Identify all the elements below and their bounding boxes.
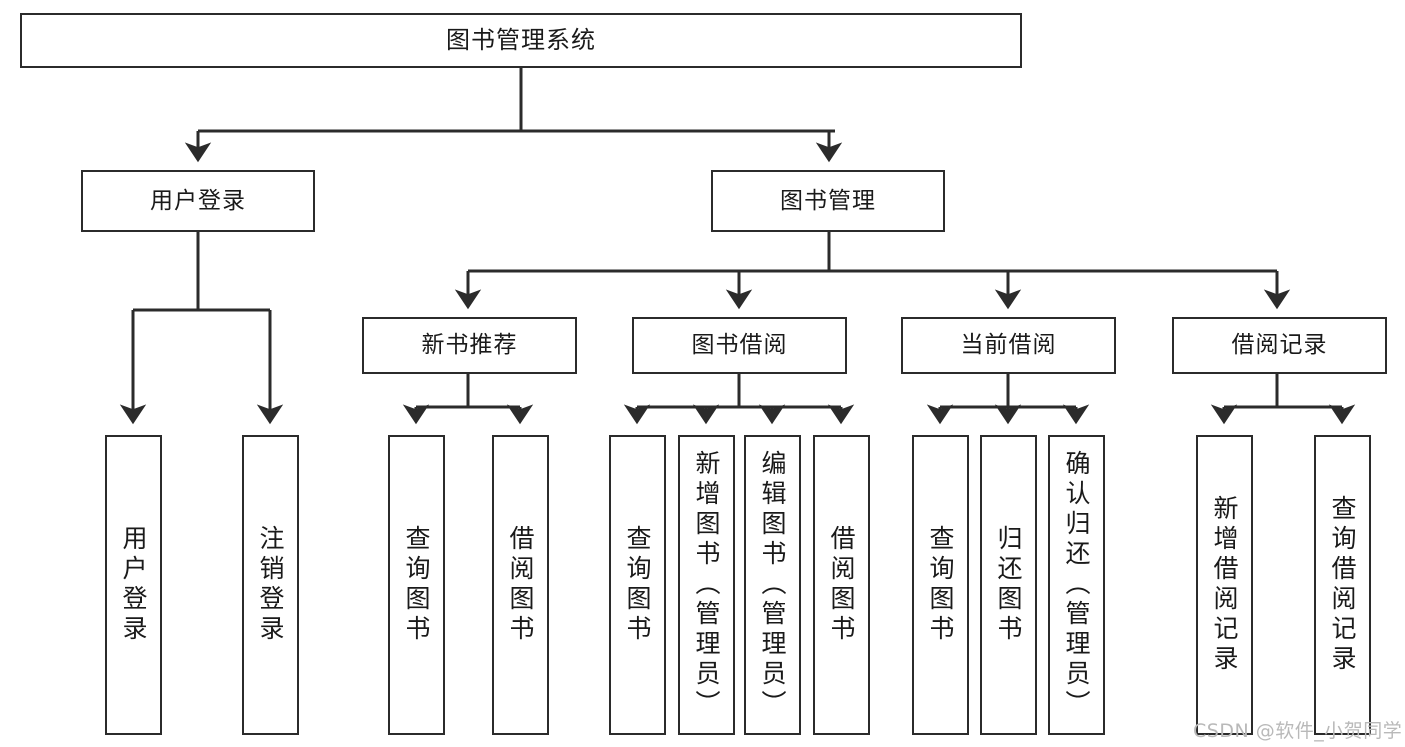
node-label: 借阅图书 [827, 525, 856, 645]
node-label: 图书借阅 [691, 332, 788, 359]
node-label: 查询图书 [402, 525, 431, 645]
leaf-recommend-borrow-book[interactable]: 借阅图书 [492, 435, 549, 735]
node-book-management[interactable]: 图书管理 [711, 170, 945, 232]
leaf-borrow-add-book[interactable]: 新增图书（管理员） [678, 435, 735, 735]
node-label: 注销登录 [256, 525, 285, 645]
node-label: 图书管理 [780, 187, 876, 214]
leaf-user-login[interactable]: 用户登录 [105, 435, 162, 735]
node-label: 用户登录 [119, 525, 148, 645]
node-label: 确认归还（管理员） [1062, 450, 1091, 720]
leaf-current-return-book[interactable]: 归还图书 [980, 435, 1037, 735]
node-label: 借阅记录 [1231, 332, 1328, 359]
node-label: 查询借阅记录 [1328, 495, 1357, 675]
node-user-login[interactable]: 用户登录 [81, 170, 315, 232]
node-book-borrow[interactable]: 图书借阅 [632, 317, 847, 374]
node-label: 编辑图书（管理员） [758, 450, 787, 720]
node-new-book-recommend[interactable]: 新书推荐 [362, 317, 577, 374]
node-current-borrow[interactable]: 当前借阅 [901, 317, 1116, 374]
node-label: 新增借阅记录 [1210, 495, 1239, 675]
node-label: 用户登录 [150, 187, 246, 214]
node-label: 归还图书 [994, 525, 1023, 645]
leaf-borrow-edit-book[interactable]: 编辑图书（管理员） [744, 435, 801, 735]
node-label: 新书推荐 [421, 332, 518, 359]
leaf-current-confirm-return[interactable]: 确认归还（管理员） [1048, 435, 1105, 735]
node-root-system[interactable]: 图书管理系统 [20, 13, 1022, 68]
leaf-recommend-query-book[interactable]: 查询图书 [388, 435, 445, 735]
node-label: 查询图书 [623, 525, 652, 645]
node-borrow-record[interactable]: 借阅记录 [1172, 317, 1387, 374]
leaf-borrow-borrow-book[interactable]: 借阅图书 [813, 435, 870, 735]
csdn-watermark: CSDN @软件_小贺同学 [1193, 720, 1403, 742]
node-label: 查询图书 [926, 525, 955, 645]
leaf-record-query[interactable]: 查询借阅记录 [1314, 435, 1371, 735]
leaf-record-add[interactable]: 新增借阅记录 [1196, 435, 1253, 735]
leaf-user-logout[interactable]: 注销登录 [242, 435, 299, 735]
leaf-borrow-query-book[interactable]: 查询图书 [609, 435, 666, 735]
leaf-current-query-book[interactable]: 查询图书 [912, 435, 969, 735]
node-label: 当前借阅 [960, 332, 1057, 359]
node-label: 图书管理系统 [446, 25, 596, 54]
node-label: 新增图书（管理员） [692, 450, 721, 720]
node-label: 借阅图书 [506, 525, 535, 645]
